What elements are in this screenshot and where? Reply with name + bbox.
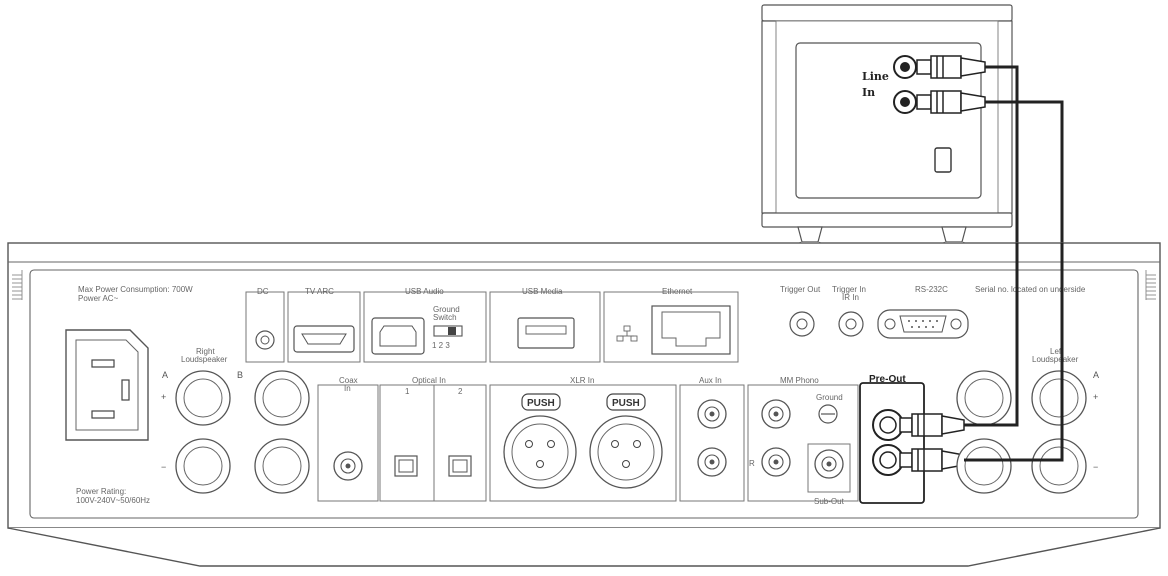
rca-plug-sub-lower: [916, 90, 986, 114]
line-in-label: In: [862, 86, 875, 99]
ground-switch-label: Switch: [433, 313, 457, 322]
speaker-terminal-left-b-minus[interactable]: [956, 438, 1012, 494]
right-spk-plus: +: [161, 392, 166, 402]
rca-cable-upper-overlay: [964, 243, 1019, 427]
aux-in-left-socket[interactable]: [697, 399, 727, 429]
ground-switch[interactable]: [433, 325, 463, 337]
right-spk-a-label: A: [162, 370, 168, 380]
rca-plug-amp-upper: [899, 413, 965, 437]
rca-cable-lower-overlay: [964, 243, 1064, 462]
phono-ground-terminal[interactable]: [818, 404, 838, 424]
usb-a-media-port[interactable]: [517, 317, 575, 349]
usb-media-label: USB Media: [522, 287, 563, 296]
trigger-out-label: Trigger Out: [780, 285, 821, 294]
optical-in-1-port[interactable]: [394, 455, 418, 477]
rca-plug-sub-upper: [916, 55, 986, 79]
subwoofer-foot: [797, 226, 823, 243]
network-icon: [616, 325, 638, 342]
usb-b-audio-port[interactable]: [371, 317, 425, 355]
iec-power-inlet[interactable]: [65, 329, 149, 441]
right-side-vent: [1145, 270, 1156, 300]
right-speaker-label: Right: [196, 347, 215, 356]
optical-2-label: 2: [458, 387, 463, 396]
xlr-push-label: PUSH: [612, 398, 640, 409]
left-spk-a-label: A: [1093, 370, 1099, 380]
xlr-in-right-socket[interactable]: PUSH: [589, 393, 663, 489]
serial-number-note: Serial no. located on underside: [975, 285, 1086, 294]
power-rating-label: Power Rating:: [76, 487, 126, 496]
left-spk-minus: −: [1093, 462, 1098, 472]
speaker-terminal-left-a-minus[interactable]: [1031, 438, 1087, 494]
subwoofer: Line In: [761, 4, 1013, 253]
right-spk-minus: −: [161, 462, 166, 472]
xlr-in-label: XLR In: [570, 376, 594, 385]
optical-1-label: 1: [405, 387, 410, 396]
speaker-terminal-right-a-plus[interactable]: [175, 370, 231, 426]
phono-ground-label: Ground: [816, 393, 843, 402]
optical-in-2-port[interactable]: [448, 455, 472, 477]
pre-out-left-socket[interactable]: [872, 409, 904, 441]
speaker-terminal-left-b-plus[interactable]: [956, 370, 1012, 426]
amplifier: Max Power Consumption: 700W Power AC~ Po…: [7, 242, 1161, 567]
ir-in-label: IR In: [842, 293, 859, 302]
trigger-in-socket[interactable]: [838, 311, 864, 337]
mm-phono-left-socket[interactable]: [761, 399, 791, 429]
speaker-terminal-right-b-minus[interactable]: [254, 438, 310, 494]
rs232c-label: RS-232C: [915, 285, 948, 294]
dc-socket[interactable]: [255, 330, 275, 350]
left-side-vent: [12, 270, 23, 300]
hdmi-tv-arc-port[interactable]: [293, 325, 355, 353]
dc-label: DC: [257, 287, 269, 296]
coax-in-socket[interactable]: [333, 451, 363, 481]
power-ac-label: Power AC~: [78, 294, 119, 303]
usb-audio-label: USB Audio: [405, 287, 444, 296]
ground-switch-positions: 1 2 3: [432, 341, 450, 350]
pre-out-right-socket[interactable]: [872, 444, 904, 476]
subwoofer-foot: [941, 226, 967, 243]
left-loudspeaker-label: Loudspeaker: [1032, 355, 1079, 364]
trigger-out-socket[interactable]: [789, 311, 815, 337]
coax-in-label: In: [344, 384, 351, 393]
aux-in-label: Aux In: [699, 376, 722, 385]
pre-out-label: Pre-Out: [869, 374, 906, 385]
subwoofer-power-switch[interactable]: [934, 147, 952, 173]
right-spk-b-label: B: [237, 370, 243, 380]
sub-out-label: Sub-Out: [814, 497, 845, 506]
left-spk-plus: +: [1093, 392, 1098, 402]
line-in-socket-upper[interactable]: [893, 55, 917, 79]
mm-phono-label: MM Phono: [780, 376, 819, 385]
mm-phono-right-socket[interactable]: [761, 447, 791, 477]
rs232c-port[interactable]: [877, 309, 969, 339]
aux-in-right-socket[interactable]: [697, 447, 727, 477]
speaker-terminal-right-b-plus[interactable]: [254, 370, 310, 426]
xlr-in-left-socket[interactable]: PUSH: [503, 393, 577, 489]
line-in-label: Line: [862, 70, 889, 83]
speaker-terminal-left-a-plus[interactable]: [1031, 370, 1087, 426]
power-rating-value: 100V-240V~50/60Hz: [76, 496, 150, 505]
trigger-in-label: Trigger In: [832, 285, 866, 294]
line-in-socket-lower[interactable]: [893, 90, 917, 114]
xlr-push-label: PUSH: [527, 398, 555, 409]
speaker-terminal-right-a-minus[interactable]: [175, 438, 231, 494]
right-loudspeaker-label: Loudspeaker: [181, 355, 228, 364]
left-speaker-label: Left: [1050, 347, 1064, 356]
ethernet-port[interactable]: [651, 305, 731, 355]
coax-label: Coax: [339, 376, 358, 385]
power-consumption-label: Max Power Consumption: 700W: [78, 285, 193, 294]
tv-arc-label: TV ARC: [305, 287, 334, 296]
optical-in-label: Optical In: [412, 376, 446, 385]
sub-out-socket[interactable]: [807, 443, 851, 493]
ground-switch-label: Ground: [433, 305, 460, 314]
phono-r-label: R: [749, 459, 755, 468]
ethernet-label: Ethernet: [662, 287, 693, 296]
